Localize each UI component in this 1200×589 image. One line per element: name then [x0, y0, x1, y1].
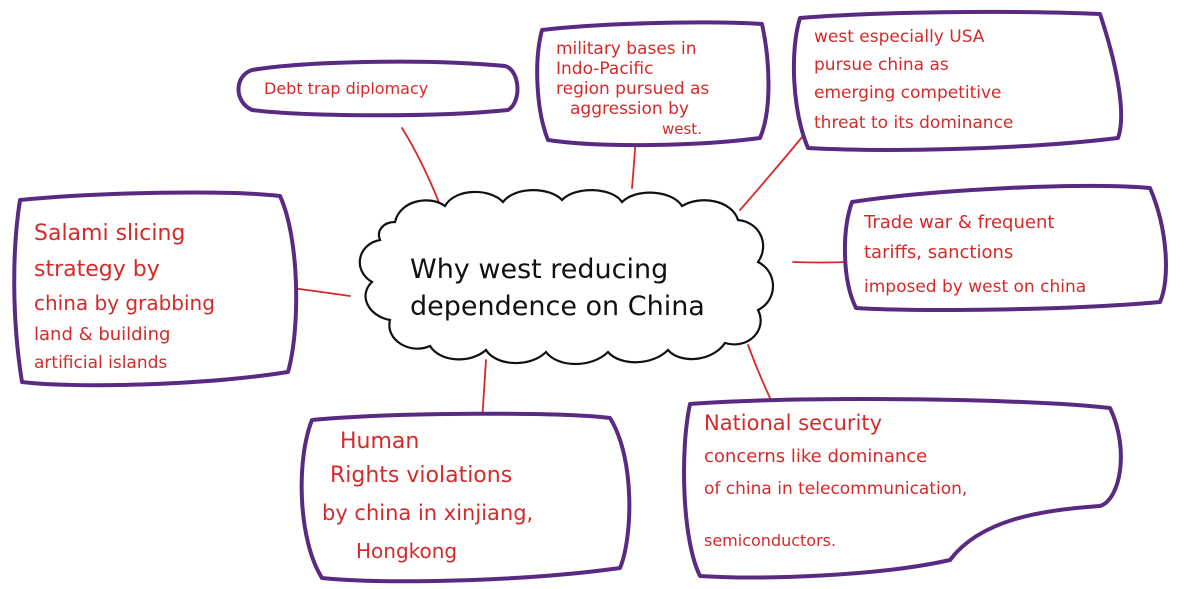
connector-west-usa [739, 129, 809, 211]
node-debt-trap-border [236, 59, 520, 118]
central-title-line-2: dependence on China [410, 291, 705, 322]
node-human-rights-line-2: Rights violations [330, 463, 512, 488]
node-debt-trap: Debt trap diplomacy [236, 59, 520, 118]
node-west-usa-line-2: pursue china as [814, 55, 949, 75]
node-salami-line-1: Salami slicing [34, 221, 185, 246]
connector-debt-trap [401, 127, 441, 206]
node-trade-war-line-2: tariffs, sanctions [864, 242, 1013, 263]
node-trade-war-line-3: imposed by west on china [864, 277, 1086, 297]
node-salami-line-4: land & building [34, 324, 170, 345]
central-title-line-1: Why west reducing [410, 254, 668, 285]
node-salami-border [12, 190, 299, 388]
node-trade-war: Trade war & frequent tariffs, sanctions … [842, 183, 1168, 312]
node-military-bases: military bases in Indo-Pacific region pu… [535, 20, 771, 148]
node-national-security: National security concerns like dominanc… [682, 397, 1123, 580]
node-west-usa-border [791, 9, 1124, 152]
node-trade-war-line-1: Trade war & frequent [863, 212, 1054, 233]
node-salami-line-3: china by grabbing [34, 291, 215, 315]
central-node: Why west reducing dependence on China [358, 189, 774, 365]
node-human-rights-border [299, 411, 632, 584]
node-military-bases-line-3: region pursued as [556, 79, 709, 99]
node-national-security-border [682, 397, 1123, 580]
node-military-bases-line-2: Indo-Pacific [556, 59, 653, 79]
connector-trade-war [792, 261, 849, 264]
node-debt-trap-text: Debt trap diplomacy [264, 79, 428, 98]
node-national-security-line-3: of china in telecommunication, [704, 479, 967, 499]
node-military-bases-border [535, 20, 771, 148]
node-west-usa: west especially USA pursue china as emer… [791, 9, 1124, 152]
node-military-bases-line-1: military bases in [556, 39, 697, 59]
node-west-usa-line-3: emerging competitive [814, 83, 1002, 103]
node-human-rights-line-4: Hongkong [356, 539, 457, 563]
node-national-security-line-2: concerns like dominance [704, 446, 927, 467]
node-salami-line-5: artificial islands [34, 353, 167, 373]
node-salami: Salami slicing strategy by china by grab… [12, 190, 299, 388]
node-military-bases-line-4: aggression by [570, 99, 689, 119]
node-military-bases-line-5: west. [662, 120, 702, 138]
connector-national-security [747, 344, 771, 399]
node-salami-line-2: strategy by [34, 257, 160, 282]
node-west-usa-line-1: west especially USA [814, 27, 985, 47]
node-national-security-line-1: National security [704, 411, 882, 435]
node-human-rights-line-1: Human [340, 429, 419, 454]
node-west-usa-line-4: threat to its dominance [814, 113, 1013, 133]
node-trade-war-border [842, 183, 1168, 312]
node-human-rights: Human Rights violations by china in xinj… [299, 411, 632, 584]
connector-salami [291, 287, 351, 297]
central-cloud-shape [358, 189, 774, 365]
node-human-rights-line-3: by china in xinjiang, [322, 501, 533, 525]
node-national-security-line-4: semiconductors. [704, 531, 836, 550]
